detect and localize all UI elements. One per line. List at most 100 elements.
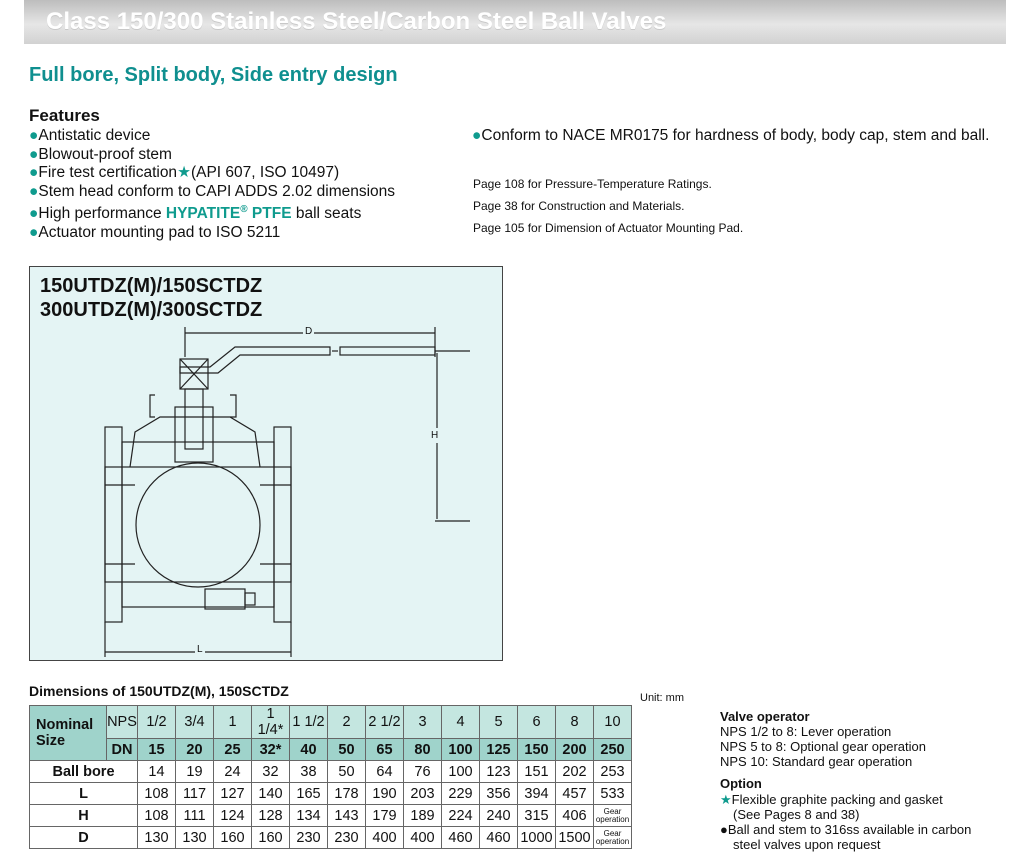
value-cell: 24 — [213, 760, 252, 783]
value-cell: 117 — [175, 782, 214, 805]
value-cell: 1000 — [517, 826, 556, 849]
value-cell: 124 — [213, 804, 252, 827]
nps-cell: 8 — [555, 705, 594, 739]
row-label: L — [29, 782, 138, 805]
dimension-label-l: L — [195, 644, 205, 655]
bullet-icon: ● — [29, 182, 39, 200]
bullet-icon: ● — [29, 205, 39, 223]
page-ref: Page 108 for Pressure-Temperature Rating… — [473, 177, 712, 191]
feature-item: ●High performance HYPATITE® PTFE ball se… — [29, 204, 362, 223]
table-title: Dimensions of 150UTDZ(M), 150SCTDZ — [29, 683, 289, 699]
nps-cell: 3 — [403, 705, 442, 739]
valve-operator-heading: Valve operator — [720, 709, 810, 724]
value-cell: 230 — [327, 826, 366, 849]
value-cell: 190 — [365, 782, 404, 805]
nps-cell: 1 — [213, 705, 252, 739]
value-cell: 400 — [403, 826, 442, 849]
dn-cell: 250 — [593, 738, 632, 761]
value-cell: 229 — [441, 782, 480, 805]
nps-label: NPS — [106, 705, 138, 739]
value-cell: 38 — [289, 760, 328, 783]
value-cell: 108 — [137, 804, 176, 827]
value-cell: 140 — [251, 782, 290, 805]
model-name: 300UTDZ(M)/300SCTDZ — [40, 299, 263, 321]
dn-cell: 200 — [555, 738, 594, 761]
dn-cell: 65 — [365, 738, 404, 761]
row-label: D — [29, 826, 138, 849]
nps-cell: 1 1/2 — [289, 705, 328, 739]
dn-cell: 20 — [175, 738, 214, 761]
valve-drawing-panel: 150UTDZ(M)/150SCTDZ 300UTDZ(M)/300SCTDZ — [29, 266, 503, 661]
feature-item: ●Fire test certification★(API 607, ISO 1… — [29, 164, 340, 182]
value-cell: 130 — [137, 826, 176, 849]
value-cell: Gear operation — [593, 804, 632, 827]
value-cell: 189 — [403, 804, 442, 827]
unit-label: Unit: mm — [640, 692, 684, 704]
dimension-label-d: D — [303, 326, 315, 337]
bullet-icon: ● — [720, 822, 728, 837]
value-cell: 64 — [365, 760, 404, 783]
value-cell: 240 — [479, 804, 518, 827]
valve-operator-line: NPS 1/2 to 8: Lever operation — [720, 724, 892, 739]
value-cell: 230 — [289, 826, 328, 849]
value-cell: 19 — [175, 760, 214, 783]
value-cell: 400 — [365, 826, 404, 849]
value-cell: 100 — [441, 760, 480, 783]
bullet-icon: ● — [29, 127, 39, 144]
bullet-icon: ● — [29, 164, 39, 182]
page-ref: Page 38 for Construction and Materials. — [473, 199, 685, 213]
dn-cell: 25 — [213, 738, 252, 761]
nps-cell: 2 — [327, 705, 366, 739]
valve-drawing — [104, 327, 470, 657]
feature-item: ●Actuator mounting pad to ISO 5211 — [29, 224, 281, 242]
value-cell: 143 — [327, 804, 366, 827]
features-list: ●Antistatic device ●Blowout-proof stem ●… — [29, 127, 395, 243]
value-cell: 460 — [479, 826, 518, 849]
feature-item: ●Antistatic device — [29, 127, 151, 144]
value-cell: 151 — [517, 760, 556, 783]
value-cell: 165 — [289, 782, 328, 805]
value-cell: 179 — [365, 804, 404, 827]
ball — [135, 462, 261, 588]
option-list: ★Flexible graphite packing and gasket (S… — [720, 792, 971, 852]
option-line: ●Ball and stem to 316ss available in car… — [720, 822, 972, 837]
option-line: steel valves upon request — [733, 837, 881, 852]
value-cell: 315 — [517, 804, 556, 827]
value-cell: 460 — [441, 826, 480, 849]
nps-cell: 6 — [517, 705, 556, 739]
bullet-icon: ● — [29, 224, 39, 242]
hypatite-label: HYPATITE — [165, 205, 241, 223]
value-cell: 134 — [289, 804, 328, 827]
nominal-label: Nominal — [36, 717, 94, 733]
dn-cell: 150 — [517, 738, 556, 761]
nps-cell: 2 1/2 — [365, 705, 404, 739]
dn-label: DN — [106, 738, 138, 761]
dn-cell: 50 — [327, 738, 366, 761]
value-cell: 178 — [327, 782, 366, 805]
bullet-icon: ● — [472, 127, 482, 144]
value-cell: 108 — [137, 782, 176, 805]
dn-cell: 100 — [441, 738, 480, 761]
lever-handle — [179, 346, 331, 374]
value-cell: 160 — [213, 826, 252, 849]
value-cell: 50 — [327, 760, 366, 783]
size-label: Size — [36, 733, 66, 749]
value-cell: 111 — [175, 804, 214, 827]
star-icon: ★ — [177, 164, 191, 182]
value-cell: 253 — [593, 760, 632, 783]
model-name: 150UTDZ(M)/150SCTDZ — [40, 275, 263, 297]
title-banner — [24, 0, 1006, 44]
valve-operator-list: NPS 1/2 to 8: Lever operation NPS 5 to 8… — [720, 724, 926, 769]
option-line: ★Flexible graphite packing and gasket — [720, 792, 943, 807]
dn-cell: 80 — [403, 738, 442, 761]
nace-feature: ●Conform to NACE MR0175 for hardness of … — [472, 127, 990, 144]
features-heading: Features — [29, 106, 100, 125]
value-cell: 1500 — [555, 826, 594, 849]
nps-cell: 5 — [479, 705, 518, 739]
nps-cell: 1 1/4* — [251, 705, 290, 739]
value-cell: 203 — [403, 782, 442, 805]
